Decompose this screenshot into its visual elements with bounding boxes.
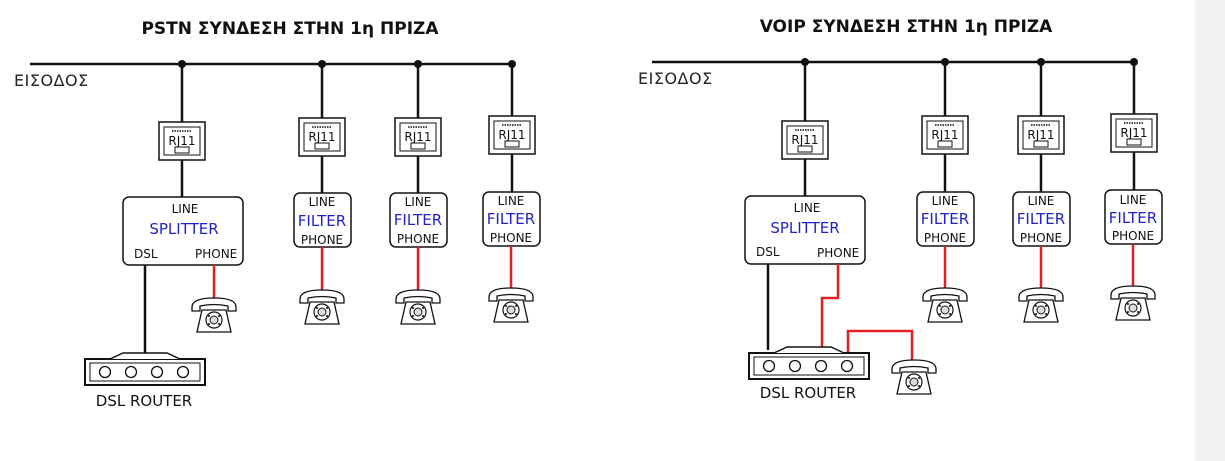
dsl-router-icon [748,346,870,380]
svg-text:RJ11: RJ11 [1027,128,1054,142]
voip-telephone-icon [891,359,937,395]
svg-text:LINE: LINE [498,194,525,208]
svg-text:SPLITTER: SPLITTER [770,219,839,237]
svg-text:PHONE: PHONE [1020,231,1062,245]
svg-text:LINE: LINE [1120,193,1147,207]
svg-text:RJ11: RJ11 [498,128,525,142]
svg-text:LINE: LINE [309,195,336,209]
splitter-box: LINE SPLITTER DSL PHONE [122,196,244,266]
telephone-icon [922,287,968,323]
voip-diagram: VOIP ΣΥΝΔΕΣΗ ΣΤΗΝ 1η ΠΡΙΖΑ ΕΙΣΟΔΟΣ RJ11 … [638,17,1163,402]
svg-text:FILTER: FILTER [298,212,346,230]
svg-text:RJ11: RJ11 [1120,126,1147,140]
svg-text:PHONE: PHONE [195,247,237,261]
svg-text:LINE: LINE [1028,194,1055,208]
rj11-socket-icon: RJ11 [921,115,969,155]
pstn-input-label: ΕΙΣΟΔΟΣ [14,71,89,90]
svg-text:PHONE: PHONE [817,246,859,260]
svg-text:RJ11: RJ11 [404,130,431,144]
svg-text:SPLITTER: SPLITTER [149,220,218,238]
svg-text:FILTER: FILTER [1109,209,1157,227]
svg-text:DSL: DSL [756,245,780,259]
svg-text:FILTER: FILTER [1017,210,1065,228]
rj11-socket-icon: RJ11 [1110,113,1158,153]
filter-box: LINE FILTER PHONE [1012,191,1071,247]
pstn-diagram: PSTN ΣΥΝΔΕΣΗ ΣΤΗΝ 1η ΠΡΙΖΑ ΕΙΣΟΔΟΣ RJ11 … [14,19,541,410]
telephone-icon [1110,285,1156,321]
voip-title: VOIP ΣΥΝΔΕΣΗ ΣΤΗΝ 1η ΠΡΙΖΑ [760,17,1053,37]
svg-text:PHONE: PHONE [490,231,532,245]
telephone-icon [395,289,441,325]
splitter-box: LINE SPLITTER DSL PHONE [744,195,866,265]
svg-text:RJ11: RJ11 [931,128,958,142]
rj11-socket-icon: RJ11 [298,117,346,157]
telephone-icon [191,297,237,333]
rj11-socket-icon: RJ11 [781,120,829,160]
svg-text:LINE: LINE [172,202,199,216]
rj11-socket-icon: RJ11 [158,121,206,161]
telephone-icon [1018,287,1064,323]
filter-box: LINE FILTER PHONE [1104,189,1163,245]
svg-text:LINE: LINE [405,195,432,209]
pstn-router-label: DSL ROUTER [96,392,192,410]
svg-text:FILTER: FILTER [487,210,535,228]
telephone-icon [488,287,534,323]
rj11-socket-icon: RJ11 [1017,115,1065,155]
rj11-socket-icon: RJ11 [488,115,536,155]
dsl-router-icon [84,352,206,386]
svg-text:LINE: LINE [932,194,959,208]
filter-box: LINE FILTER PHONE [916,191,975,247]
svg-text:RJ11: RJ11 [168,134,195,148]
svg-text:PHONE: PHONE [1112,229,1154,243]
voip-input-label: ΕΙΣΟΔΟΣ [638,69,713,88]
svg-text:PHONE: PHONE [301,233,343,247]
svg-text:RJ11: RJ11 [308,130,335,144]
scrollbar-track[interactable] [1195,0,1225,461]
svg-text:FILTER: FILTER [394,211,442,229]
filter-box: LINE FILTER PHONE [482,191,541,247]
svg-text:FILTER: FILTER [921,210,969,228]
filter-box: LINE FILTER PHONE [389,192,448,248]
svg-text:LINE: LINE [794,201,821,215]
voip-router-label: DSL ROUTER [760,384,856,402]
filter-box: LINE FILTER PHONE [293,192,352,248]
telephone-icon [299,289,345,325]
svg-text:PHONE: PHONE [397,232,439,246]
svg-text:PHONE: PHONE [924,231,966,245]
svg-text:DSL: DSL [134,247,158,261]
pstn-title: PSTN ΣΥΝΔΕΣΗ ΣΤΗΝ 1η ΠΡΙΖΑ [141,19,439,39]
svg-text:RJ11: RJ11 [791,133,818,147]
rj11-socket-icon: RJ11 [394,117,442,157]
wiring-diagram: PSTN ΣΥΝΔΕΣΗ ΣΤΗΝ 1η ΠΡΙΖΑ ΕΙΣΟΔΟΣ RJ11 … [14,17,1163,410]
